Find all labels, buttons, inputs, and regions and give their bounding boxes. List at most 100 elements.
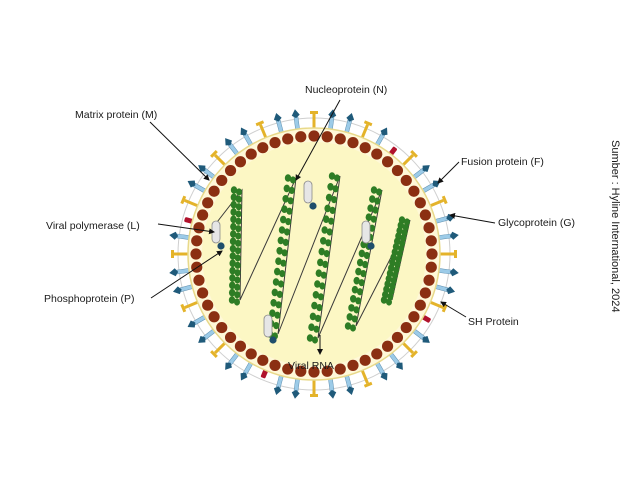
nucleoprotein-bead [329, 206, 336, 214]
nucleoprotein-bead [315, 269, 322, 278]
sh-protein [184, 217, 194, 224]
nucleoprotein-bead [230, 186, 238, 194]
nucleoprotein-bead [358, 249, 366, 258]
glycoprotein [440, 250, 457, 258]
matrix-protein-bead [425, 235, 437, 247]
matrix-protein-bead [202, 197, 214, 209]
nucleoprotein-bead [287, 197, 294, 205]
matrix-protein-bead [381, 340, 394, 352]
nucleoprotein-bead [229, 259, 236, 268]
nucleoprotein-bead [370, 215, 377, 223]
nucleoprotein-bead [230, 193, 238, 202]
nucleoprotein-bead [367, 204, 374, 212]
matrix-protein-bead [224, 164, 237, 177]
nucleoprotein-bead [326, 228, 333, 236]
glycoprotein [255, 120, 268, 139]
nucleoprotein-bead [286, 207, 293, 215]
matrix-protein-bead [371, 148, 383, 160]
nucleoprotein-bead [229, 237, 237, 246]
nucleoprotein-bead [230, 200, 237, 209]
matrix-protein-bead [371, 348, 383, 360]
matrix-protein-bead [208, 311, 220, 323]
label-fusion-protein: Fusion protein (F) [461, 156, 544, 168]
nucleoprotein-bead [236, 188, 242, 196]
nucleoprotein-bead [369, 224, 376, 232]
nucleoprotein-bead [279, 270, 286, 278]
sh-protein-pointer [440, 301, 467, 318]
nucleoprotein-bead [234, 291, 241, 299]
nucleoprotein-bead [325, 193, 333, 202]
matrix-protein-bead [234, 340, 247, 352]
matrix-protein-bead [216, 174, 228, 187]
nucleoprotein-bead [275, 257, 282, 266]
nucleoprotein-bead [328, 217, 335, 225]
matrix-protein-bead [282, 133, 294, 145]
matrix-protein-bead [269, 137, 281, 149]
nucleoprotein-bead [230, 230, 237, 238]
nucleoprotein-bead [274, 311, 281, 319]
nucleoprotein-bead [370, 186, 378, 194]
nucleoprotein-bead [280, 259, 287, 267]
label-glycoprotein: Glycoprotein (G) [498, 217, 575, 229]
nucleoprotein-bead [271, 288, 278, 297]
nucleoprotein-bead [234, 283, 241, 291]
nucleoprotein-bead [380, 296, 388, 304]
glycoprotein [402, 342, 418, 358]
nucleoprotein-bead [360, 270, 367, 278]
fusion-protein-pointer [437, 161, 460, 184]
matrix-protein-bead [234, 156, 247, 168]
glycoprotein [310, 380, 318, 397]
fusion-protein [198, 165, 216, 180]
virion [169, 109, 459, 399]
nucleoprotein-bead [229, 252, 236, 260]
nucleoprotein-bead [229, 244, 237, 253]
nucleoprotein-bead [235, 210, 242, 218]
nucleoprotein-bead [234, 247, 241, 255]
nucleoprotein-bead [229, 281, 236, 290]
nucleoprotein-bead [270, 299, 277, 307]
nucleoprotein-bead [350, 324, 356, 332]
nucleoprotein-bead [276, 290, 283, 298]
matrix-protein-bead [208, 185, 220, 197]
nucleoprotein-bead [317, 293, 324, 301]
fusion-protein [273, 374, 284, 396]
matrix-protein-bead [334, 133, 346, 145]
glycoprotein [180, 195, 199, 208]
label-nucleoprotein: Nucleoprotein (N) [305, 84, 387, 96]
matrix-protein-layer [190, 130, 438, 378]
nucleoprotein-bead [318, 247, 325, 256]
nucleoprotein-bead [272, 278, 280, 286]
nucleoprotein-bead [316, 304, 323, 312]
nucleoprotein-bead [356, 258, 364, 267]
nucleoprotein-bead [274, 267, 281, 276]
matrix-protein-bead [419, 287, 431, 299]
nucleoprotein-bead [327, 183, 334, 191]
nucleoprotein-bead [365, 213, 372, 221]
matrix-protein-bead [193, 222, 205, 234]
annotation-lines [149, 99, 496, 355]
glycoprotein [360, 369, 373, 388]
nucleoprotein-bead [351, 315, 358, 323]
matrix-protein-bead [282, 363, 294, 375]
viral-polymerase [303, 180, 313, 204]
glycoprotein [180, 300, 199, 313]
nucleoprotein-bead [235, 239, 242, 247]
matrix-protein-bead [419, 209, 431, 221]
glycoprotein [310, 111, 318, 128]
viral-rna-strand [213, 175, 411, 339]
nucleoprotein-bead [234, 254, 241, 262]
fusion-protein [388, 352, 403, 370]
nucleoprotein-bead [277, 236, 284, 245]
nucleoprotein-pointer [295, 99, 341, 181]
phosphoprotein [367, 242, 375, 250]
nucleoprotein-bead [235, 203, 242, 211]
matrix-protein-bead [216, 321, 228, 334]
matrix-protein-bead [347, 137, 359, 149]
nucleoprotein-bead [234, 276, 241, 284]
matrix-protein-bead [321, 365, 333, 377]
matrix-protein-bead [191, 235, 203, 247]
glycoprotein [429, 195, 448, 208]
matrix-protein-bead [423, 274, 435, 286]
glycoprotein-pointer [449, 212, 496, 224]
nucleoprotein-bead [230, 215, 237, 224]
